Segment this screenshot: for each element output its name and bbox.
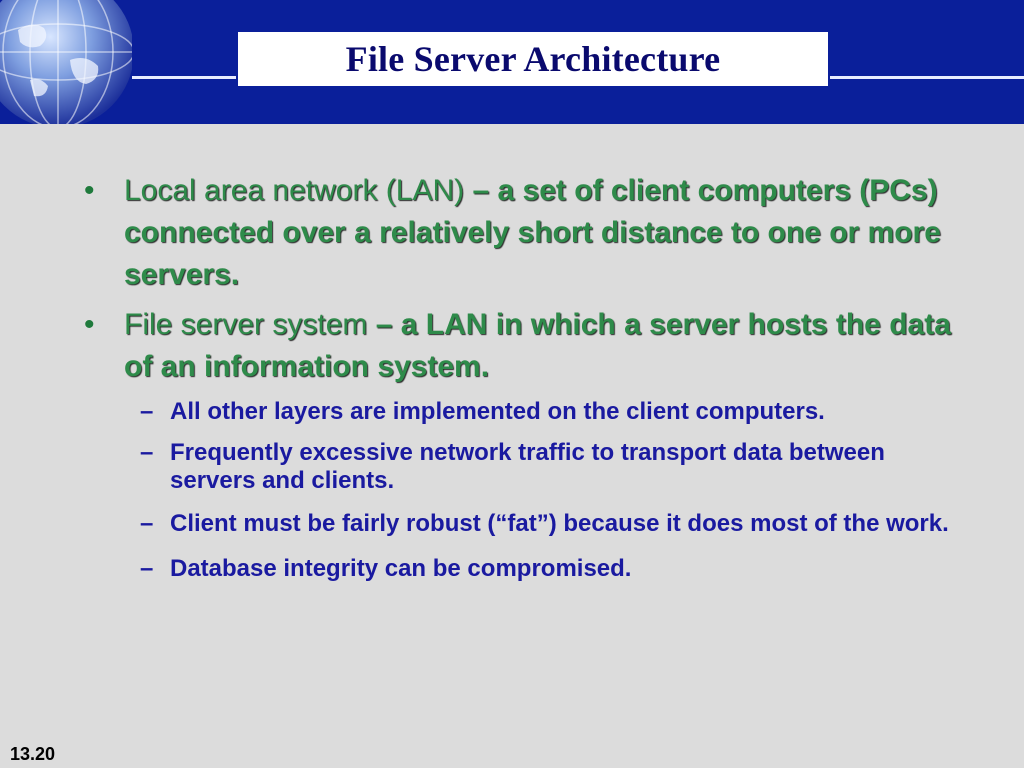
bullet-dot-icon: • xyxy=(84,174,95,207)
bullet-definition: – a set of client computers (PCs) connec… xyxy=(124,174,941,291)
slide-content: • Local area network (LAN) – a set of cl… xyxy=(84,170,964,596)
bullet-dot-icon: • xyxy=(84,308,95,341)
globe-icon xyxy=(0,0,132,124)
sub-bullet-item: – Client must be fairly robust (“fat”) b… xyxy=(84,507,964,541)
sub-bullet-text: Frequently excessive network traffic to … xyxy=(170,439,885,494)
dash-icon: – xyxy=(140,439,154,466)
bullet-item: • File server system – a LAN in which a … xyxy=(84,304,964,388)
sub-bullet-text: Database integrity can be compromised. xyxy=(170,555,632,582)
sub-bullet-text: All other layers are implemented on the … xyxy=(170,398,825,425)
sub-bullet-text: Client must be fairly robust (“fat”) bec… xyxy=(170,510,949,537)
dash-icon: – xyxy=(140,398,154,425)
slide-number: 13.20 xyxy=(10,744,56,764)
bullet-item: • Local area network (LAN) – a set of cl… xyxy=(84,170,964,296)
title-box: File Server Architecture xyxy=(236,30,830,88)
dash-icon: – xyxy=(140,555,154,582)
bullet-term: File server system xyxy=(124,308,368,341)
sub-bullet-item: – Frequently excessive network traffic t… xyxy=(84,439,964,495)
dash-icon: – xyxy=(140,510,154,537)
sub-bullet-item: – Database integrity can be compromised. xyxy=(84,553,964,584)
bullet-definition: – a LAN in which a server hosts the data… xyxy=(124,308,951,383)
sub-bullet-item: – All other layers are implemented on th… xyxy=(84,396,964,427)
page-title: File Server Architecture xyxy=(345,39,721,79)
bullet-term: Local area network (LAN) xyxy=(124,174,465,207)
